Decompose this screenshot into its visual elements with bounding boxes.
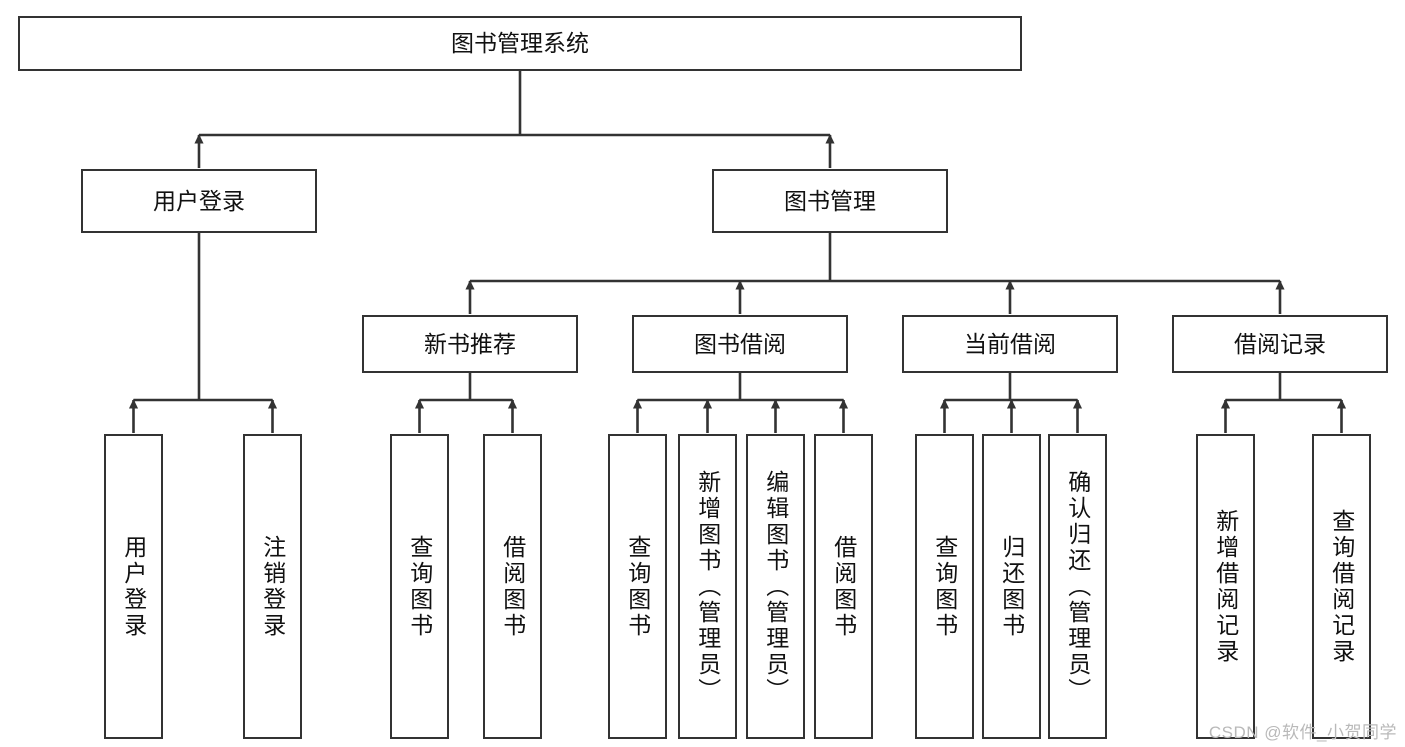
node-l3c1: 查询图书 xyxy=(608,434,667,739)
node-label: 归还图书 xyxy=(998,534,1025,639)
node-label: 当前借阅 xyxy=(964,330,1056,357)
node-l2c: 当前借阅 xyxy=(902,315,1118,373)
node-label: 用户登录 xyxy=(153,187,245,214)
node-l3c4: 借阅图书 xyxy=(814,434,873,739)
node-label: 新增图书（管理员） xyxy=(694,469,721,704)
node-label: 新书推荐 xyxy=(424,330,516,357)
node-l2a: 新书推荐 xyxy=(362,315,578,373)
node-label: 借阅图书 xyxy=(499,534,526,639)
node-label: 编辑图书（管理员） xyxy=(762,469,789,704)
node-label: 借阅图书 xyxy=(830,534,857,639)
node-l3a2: 注销登录 xyxy=(243,434,302,739)
node-l2b: 图书借阅 xyxy=(632,315,848,373)
node-label: 确认归还（管理员） xyxy=(1064,469,1091,704)
node-label: 注销登录 xyxy=(259,534,286,639)
node-root: 图书管理系统 xyxy=(18,16,1022,71)
node-label: 图书借阅 xyxy=(694,330,786,357)
node-l2d: 借阅记录 xyxy=(1172,315,1388,373)
node-l3c2: 新增图书（管理员） xyxy=(678,434,737,739)
node-l3d3: 确认归还（管理员） xyxy=(1048,434,1107,739)
watermark: CSDN @软件_小贺同学 xyxy=(1208,723,1397,742)
node-l3c3: 编辑图书（管理员） xyxy=(746,434,805,739)
node-label: 查询图书 xyxy=(624,534,651,639)
node-l3e1: 新增借阅记录 xyxy=(1196,434,1255,739)
node-l3b2: 借阅图书 xyxy=(483,434,542,739)
node-l3b1: 查询图书 xyxy=(390,434,449,739)
node-label: 新增借阅记录 xyxy=(1212,508,1239,665)
node-l3e2: 查询借阅记录 xyxy=(1312,434,1371,739)
node-l3d1: 查询图书 xyxy=(915,434,974,739)
node-l1a: 用户登录 xyxy=(81,169,317,233)
node-l3a1: 用户登录 xyxy=(104,434,163,739)
node-label: 查询借阅记录 xyxy=(1328,508,1355,665)
node-label: 图书管理 xyxy=(784,187,876,214)
node-label: 图书管理系统 xyxy=(451,30,589,57)
node-label: 查询图书 xyxy=(406,534,433,639)
node-label: 用户登录 xyxy=(120,534,147,639)
node-label: 查询图书 xyxy=(931,534,958,639)
node-label: 借阅记录 xyxy=(1234,330,1326,357)
node-l1b: 图书管理 xyxy=(712,169,948,233)
node-l3d2: 归还图书 xyxy=(982,434,1041,739)
